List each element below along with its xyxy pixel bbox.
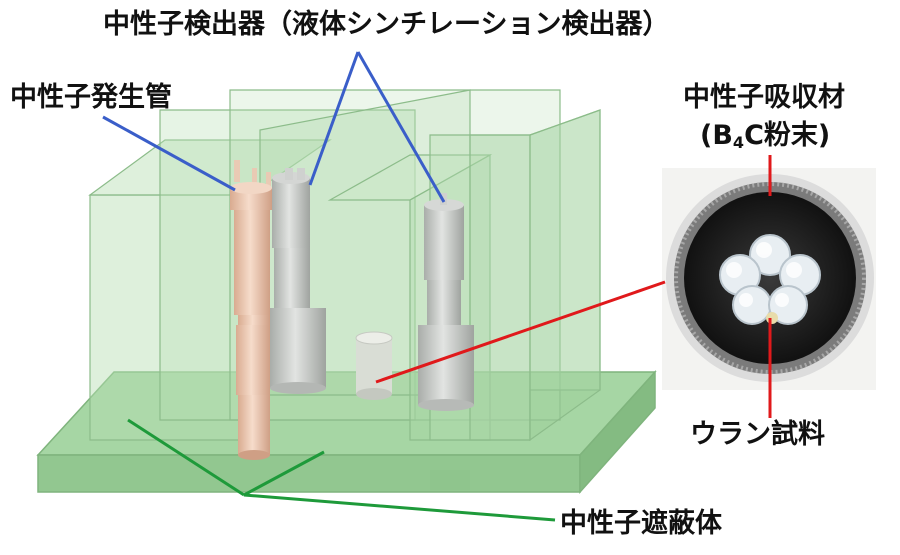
- absorber-photo: [662, 168, 876, 390]
- absorber-material-prefix: (B: [700, 120, 733, 151]
- leader-shield-b: [243, 450, 325, 497]
- leader-detector-left: [308, 51, 360, 186]
- leader-lines: [102, 51, 772, 522]
- detector-left: [270, 168, 326, 394]
- absorber-material-suffix: C粉末): [744, 120, 831, 151]
- label-neutron-generator: 中性子発生管: [10, 82, 172, 113]
- uranium-sample-cylinder: [355, 331, 393, 400]
- absorber-material-subscript: 4: [732, 133, 745, 152]
- shield-walls: [88, 89, 601, 442]
- label-neutron-absorber: 中性子吸収材: [683, 82, 845, 113]
- label-neutron-detector: 中性子検出器（液体シンチレーション検出器）: [103, 9, 670, 40]
- label-neutron-shield: 中性子遮蔽体: [560, 508, 722, 539]
- leader-generator: [102, 115, 236, 192]
- label-absorber-material: (B4C粉末): [700, 122, 830, 151]
- leader-detector-right: [356, 51, 446, 203]
- neutron-generator-tube: [230, 160, 272, 460]
- leader-shield-a: [127, 418, 245, 497]
- shield-base-slab: [36, 370, 657, 494]
- label-uranium-sample: ウラン試料: [690, 419, 825, 450]
- leader-shield-c: [243, 493, 556, 522]
- leader-sample-photo: [375, 280, 666, 384]
